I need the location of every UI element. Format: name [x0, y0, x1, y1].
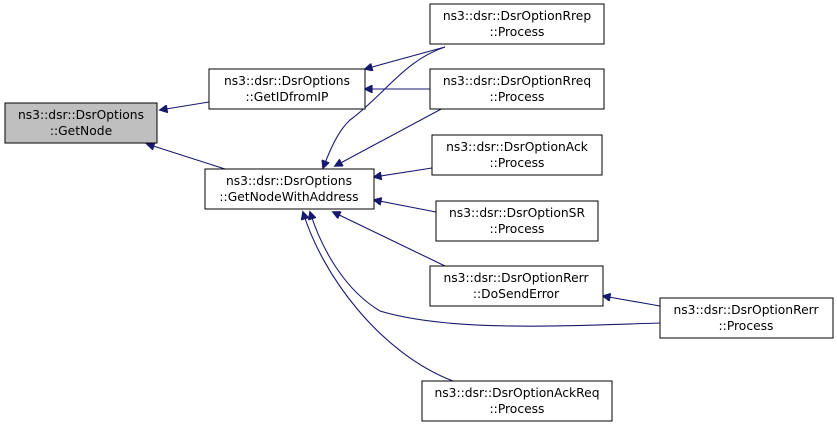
- edge-rrep-to-getidfromip: [365, 46, 446, 69]
- node-rerr-process[interactable]: ns3::dsr::DsrOptionRerr ::Process: [659, 297, 834, 339]
- edge-layer: [147, 46, 661, 382]
- node-rerr-dosenderror[interactable]: ns3::dsr::DsrOptionRerr ::DoSendError: [429, 265, 604, 307]
- node-getidfromip-line2: ::GetIDfromIP: [246, 90, 329, 104]
- node-ackreq-process[interactable]: ns3::dsr::DsrOptionAckReq ::Process: [421, 380, 613, 422]
- node-getnode-box: [4, 102, 158, 144]
- node-getnode[interactable]: ns3::dsr::DsrOptions ::GetNode: [4, 102, 158, 144]
- node-getnodewithaddress-box: [204, 168, 375, 210]
- node-rerr-dosenderror-box: [429, 265, 604, 307]
- node-sr-process-line1: ns3::dsr::DsrOptionSR: [449, 206, 585, 220]
- node-layer: ns3::dsr::DsrOptions ::GetNode ns3::dsr:…: [4, 3, 834, 422]
- node-getidfromip[interactable]: ns3::dsr::DsrOptions ::GetIDfromIP: [208, 68, 366, 110]
- node-getnodewithaddress-line1: ns3::dsr::DsrOptions: [226, 174, 352, 188]
- node-ack-process-box: [431, 134, 603, 176]
- node-ack-process[interactable]: ns3::dsr::DsrOptionAck ::Process: [431, 134, 603, 176]
- node-rrep-process[interactable]: ns3::dsr::DsrOptionRrep ::Process: [429, 3, 605, 45]
- node-sr-process[interactable]: ns3::dsr::DsrOptionSR ::Process: [435, 200, 599, 242]
- edge-rerr-dosenderror-to-getnodewithaddress: [333, 212, 446, 267]
- node-rerr-dosenderror-line1: ns3::dsr::DsrOptionRerr: [443, 271, 589, 285]
- edge-rerr-process-to-getnodewithaddress: [310, 212, 661, 327]
- node-ack-process-line2: ::Process: [490, 156, 545, 170]
- node-ackreq-process-box: [421, 380, 613, 422]
- node-ackreq-process-line1: ns3::dsr::DsrOptionAckReq: [434, 386, 599, 400]
- node-sr-process-line2: ::Process: [490, 222, 545, 236]
- edge-rerr-process-to-dosenderror: [603, 296, 661, 307]
- node-rrep-process-line1: ns3::dsr::DsrOptionRrep: [443, 9, 592, 23]
- node-getnodewithaddress-line2: ::GetNodeWithAddress: [219, 190, 358, 204]
- node-rreq-process-line2: ::Process: [490, 90, 545, 104]
- edge-getnodewithaddress-to-getnode: [147, 144, 226, 170]
- node-ackreq-process-line2: ::Process: [490, 402, 545, 416]
- node-sr-process-box: [435, 200, 599, 242]
- edge-sr-to-getnodewithaddress: [374, 200, 437, 213]
- node-rrep-process-line2: ::Process: [490, 25, 545, 39]
- node-rreq-process-box: [429, 68, 605, 110]
- edge-rreq-to-getnodewithaddress: [335, 106, 446, 166]
- node-rreq-process[interactable]: ns3::dsr::DsrOptionRreq ::Process: [429, 68, 605, 110]
- node-getnode-line2: ::GetNode: [50, 124, 112, 138]
- node-getidfromip-box: [208, 68, 366, 110]
- node-getnode-line1: ns3::dsr::DsrOptions: [18, 108, 144, 122]
- node-rerr-process-box: [659, 297, 834, 339]
- node-rrep-process-box: [429, 3, 605, 45]
- edge-ackreq-to-getnodewithaddress: [303, 212, 454, 382]
- edge-ack-to-getnodewithaddress: [374, 167, 433, 177]
- node-getidfromip-line1: ns3::dsr::DsrOptions: [224, 74, 350, 88]
- node-rreq-process-line1: ns3::dsr::DsrOptionRreq: [443, 74, 591, 88]
- node-getnodewithaddress[interactable]: ns3::dsr::DsrOptions ::GetNodeWithAddres…: [204, 168, 375, 210]
- node-rerr-process-line1: ns3::dsr::DsrOptionRerr: [673, 303, 819, 317]
- node-ack-process-line1: ns3::dsr::DsrOptionAck: [446, 140, 589, 154]
- node-rerr-process-line2: ::Process: [719, 319, 774, 333]
- edge-rrep-to-getnodewithaddress: [323, 46, 446, 168]
- node-rerr-dosenderror-line2: ::DoSendError: [473, 287, 560, 301]
- edge-getidfromip-to-getnode: [160, 101, 210, 110]
